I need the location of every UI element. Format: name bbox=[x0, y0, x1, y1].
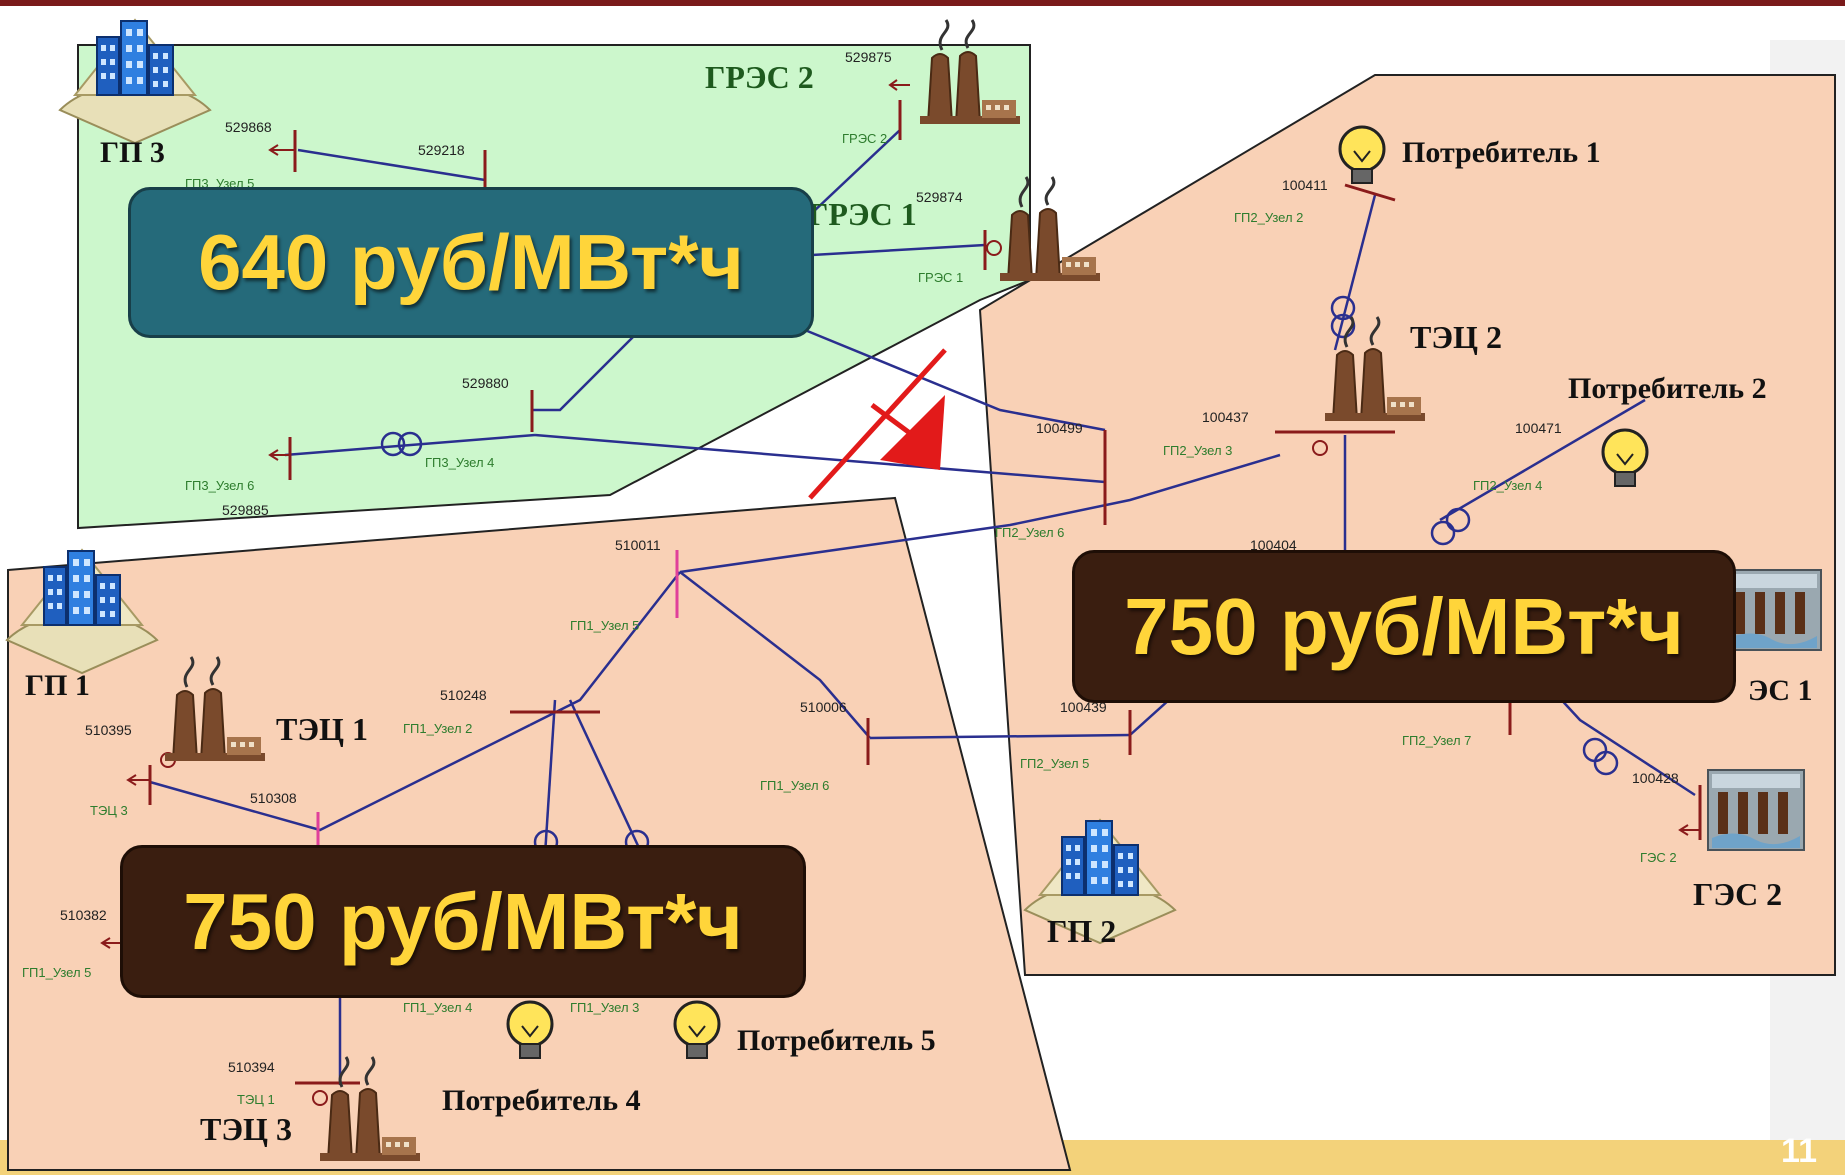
label-consumer2: Потребитель 2 bbox=[1568, 372, 1767, 405]
cut-line bbox=[808, 348, 947, 500]
label-consumer4: Потребитель 4 bbox=[442, 1084, 641, 1117]
svg-text:ГП2_Узел 7: ГП2_Узел 7 bbox=[1402, 733, 1471, 748]
label-tec3: ТЭЦ 3 bbox=[200, 1111, 292, 1147]
svg-text:510394: 510394 bbox=[228, 1059, 275, 1075]
label-gp1: ГП 1 bbox=[25, 669, 90, 702]
svg-text:ГП1_Узел 4: ГП1_Узел 4 bbox=[403, 1000, 472, 1015]
label-consumer5: Потребитель 5 bbox=[737, 1024, 936, 1057]
price-green: 640 руб/МВт*ч bbox=[198, 218, 744, 306]
label-ges2: ГЭС 2 bbox=[1693, 876, 1782, 912]
svg-text:100499: 100499 bbox=[1036, 420, 1083, 436]
page-number: 11 bbox=[1781, 1132, 1817, 1170]
hydro-plant-icon-ges2 bbox=[1707, 769, 1805, 851]
svg-text:ГП2_Узел 2: ГП2_Узел 2 bbox=[1234, 210, 1303, 225]
svg-text:100411: 100411 bbox=[1282, 177, 1328, 193]
svg-text:ГРЭС 2: ГРЭС 2 bbox=[842, 131, 887, 146]
label-gp2: ГП 2 bbox=[1047, 913, 1116, 949]
svg-text:529874: 529874 bbox=[916, 189, 963, 205]
node-labels: ГРЭС 2 ГП3_Узел 5 ГРЭС 1 ГП3_Узел 4 ГП3_… bbox=[22, 131, 1677, 1107]
price-box-green: 640 руб/МВт*ч bbox=[128, 187, 814, 338]
object-labels: ГП 3 ГРЭС 2 ГРЭС 1 Потребитель 1 ТЭЦ 2 П… bbox=[25, 59, 1813, 1147]
top-rule bbox=[0, 0, 1845, 6]
svg-text:ГП2_Узел 4: ГП2_Узел 4 bbox=[1473, 478, 1542, 493]
svg-text:100471: 100471 bbox=[1515, 420, 1562, 436]
svg-text:529885: 529885 bbox=[222, 502, 269, 518]
flow-arrows bbox=[100, 79, 1700, 1106]
svg-text:510248: 510248 bbox=[440, 687, 487, 703]
svg-text:ГП3_Узел 6: ГП3_Узел 6 bbox=[185, 478, 254, 493]
hydro-plant-icon-ges1 bbox=[1724, 569, 1822, 651]
svg-text:100439: 100439 bbox=[1060, 699, 1107, 715]
label-gres1: ГРЭС 1 bbox=[808, 196, 917, 232]
svg-text:ТЭЦ 3: ТЭЦ 3 bbox=[90, 803, 128, 818]
label-gp3: ГП 3 bbox=[100, 136, 165, 169]
svg-text:ГП3_Узел 4: ГП3_Узел 4 bbox=[425, 455, 494, 470]
svg-text:529875: 529875 bbox=[845, 49, 892, 65]
svg-text:529218: 529218 bbox=[418, 142, 465, 158]
svg-text:ГП2_Узел 5: ГП2_Узел 5 bbox=[1020, 756, 1089, 771]
price-box-left: 750 руб/МВт*ч bbox=[120, 845, 806, 998]
svg-text:510011: 510011 bbox=[615, 537, 661, 553]
svg-text:ГП1_Узел 5: ГП1_Узел 5 bbox=[570, 618, 639, 633]
svg-text:510382: 510382 bbox=[60, 907, 107, 923]
svg-text:ГЭС 2: ГЭС 2 bbox=[1640, 850, 1677, 865]
label-tec2: ТЭЦ 2 bbox=[1410, 319, 1502, 355]
svg-text:ГП1_Узел 2: ГП1_Узел 2 bbox=[403, 721, 472, 736]
label-tec1: ТЭЦ 1 bbox=[276, 711, 368, 747]
svg-text:510308: 510308 bbox=[250, 790, 297, 806]
svg-text:ГП2_Узел 6: ГП2_Узел 6 bbox=[995, 525, 1064, 540]
svg-text:ГП1_Узел 3: ГП1_Узел 3 bbox=[570, 1000, 639, 1015]
svg-text:510395: 510395 bbox=[85, 722, 132, 738]
price-right: 750 руб/МВт*ч bbox=[1124, 581, 1684, 671]
grid-lines bbox=[149, 129, 1696, 1085]
price-box-right: 750 руб/МВт*ч bbox=[1072, 550, 1736, 703]
svg-text:ГРЭС 1: ГРЭС 1 bbox=[918, 270, 963, 285]
svg-text:ГП1_Узел 6: ГП1_Узел 6 bbox=[760, 778, 829, 793]
svg-text:ГП2_Узел 3: ГП2_Узел 3 bbox=[1163, 443, 1232, 458]
label-consumer1: Потребитель 1 bbox=[1402, 136, 1601, 169]
svg-text:ТЭЦ 1: ТЭЦ 1 bbox=[237, 1092, 275, 1107]
svg-text:100437: 100437 bbox=[1202, 409, 1249, 425]
node-numbers: 529875 529868 529218 529874 529880 52988… bbox=[60, 49, 1679, 1075]
label-gres2: ГРЭС 2 bbox=[705, 59, 814, 95]
flow-arrow-icon bbox=[880, 395, 945, 470]
svg-text:ГП1_Узел 5: ГП1_Узел 5 bbox=[22, 965, 91, 980]
label-ges1: ЭС 1 bbox=[1748, 674, 1813, 707]
svg-text:529868: 529868 bbox=[225, 119, 272, 135]
svg-text:529880: 529880 bbox=[462, 375, 509, 391]
svg-text:100404: 100404 bbox=[1250, 537, 1297, 553]
svg-text:100428: 100428 bbox=[1632, 770, 1679, 786]
price-left: 750 руб/МВт*ч bbox=[183, 876, 743, 966]
svg-text:510006: 510006 bbox=[800, 699, 847, 715]
